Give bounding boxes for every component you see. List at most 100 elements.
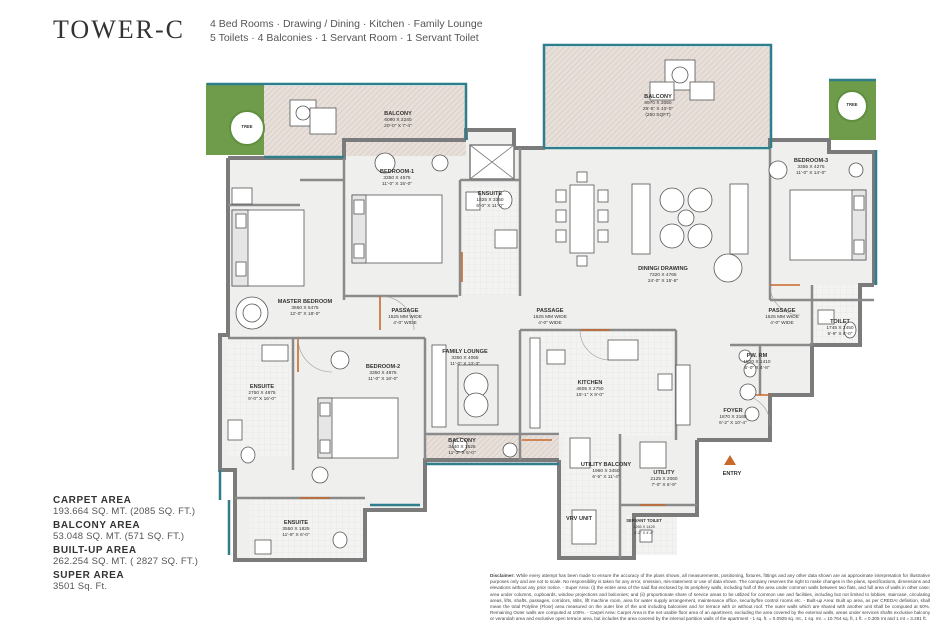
carpet-area-value: 193.664 SQ. MT. (2085 SQ. FT.): [53, 506, 196, 517]
room-dim-balcony-3-0: 3440 X 1525: [448, 444, 476, 450]
kitchen-counter: [529, 337, 541, 429]
specs-line-2: 5 Toilets · 4 Balconies · 1 Servant Room…: [210, 32, 479, 44]
furniture: [227, 59, 867, 555]
room-dim-ensuite-2-0: 2750 X 4875: [248, 390, 276, 396]
room-name-family: FAMILY LOUNGE: [442, 349, 488, 355]
room-dim-passage-2-0: 1525 MM WIDE: [533, 314, 567, 320]
dining-table: [569, 184, 595, 254]
room-dim-toilet-0: 1745 X 2450: [826, 325, 854, 331]
room-dim-bedroom-3-0: 3355 X 4275: [797, 164, 825, 170]
trees: [229, 90, 868, 146]
room-dim-passage-3-0: 1525 MM WIDE: [765, 314, 799, 320]
room-dim-balcony-1-1: 20'-0" X 7'-4": [384, 123, 412, 129]
room-dim-utility-1: 7'-0" X 6'-9": [652, 482, 677, 488]
tower-title: TOWER-C: [53, 15, 185, 44]
room-dim-family-0: 3350 X 4065: [451, 355, 479, 361]
room-dim-balcony-2-2: (250 SQFT): [645, 112, 671, 118]
disclaimer-lead: Disclaimer:: [490, 573, 515, 578]
room-dim-bedroom-3-1: 11'-0" X 14'-0": [796, 170, 826, 176]
balcony-area-value: 53.048 SQ. MT. (571 SQ. FT.): [53, 531, 185, 542]
room-dim-bedroom-2-0: 3350 X 4875: [369, 370, 397, 376]
room-dim-passage-1-1: 4'-0" WIDE: [393, 320, 416, 326]
room-dim-bedroom-1-1: 11'-0" X 15'-0": [382, 181, 412, 187]
bedroom-1-chair: [374, 152, 396, 174]
room-name-bedroom-2: BEDROOM-2: [366, 364, 400, 370]
tree-1-icon: [229, 110, 265, 146]
builtup-area-label: BUILT-UP AREA: [53, 545, 137, 556]
room-name-bedroom-3: BEDROOM-3: [794, 158, 828, 164]
room-name-ensuite-2: ENSUITE: [250, 384, 275, 390]
room-dim-passage-1-0: 1525 MM WIDE: [388, 314, 422, 320]
room-dim-ensuite-1-0: 1825 X 3350: [476, 197, 504, 203]
room-dim-family-1: 11'-0" X 13'-3": [450, 361, 480, 367]
entry-label: ENTRY: [723, 471, 742, 477]
room-name-dining: DINING/ DRAWING: [638, 266, 688, 272]
room-dim-foyer-0: 1870 X 3160: [719, 414, 747, 420]
lounge-chair: [713, 253, 743, 283]
room-name-vrv: VRV UNIT: [566, 516, 593, 522]
entry-marker: ENTRY: [723, 455, 742, 477]
room-dim-dining-1: 24'-0" X 15'-8": [648, 278, 679, 284]
room-dim-ensuite-3-1: 11'-8" X 6'-0": [282, 532, 310, 538]
shaft: [469, 144, 515, 180]
unit-specs: 4 Bed Rooms · Drawing / Dining · Kitchen…: [210, 17, 483, 45]
room-dim-dining-0: 7320 X 4765: [649, 272, 677, 278]
disclaimer: Disclaimer: While every attempt has been…: [490, 573, 930, 623]
sofa-right: [729, 183, 749, 255]
room-label-vrv: VRV UNIT: [566, 516, 593, 522]
room-dim-ensuite-1-1: 6'-0" X 11'-0": [476, 203, 504, 209]
specs-line-1: 4 Bed Rooms · Drawing / Dining · Kitchen…: [210, 18, 483, 30]
family-sofa: [431, 344, 447, 428]
room-dim-balcony-2-1: 29'-5" X 10'-0": [643, 106, 674, 112]
entry-arrow-icon: [724, 455, 736, 465]
room-name-pwrm: PW. RM: [747, 353, 768, 359]
room-name-tree-2: TREE: [846, 102, 857, 107]
room-name-passage-1: PASSAGE: [392, 308, 419, 314]
super-area-label: SUPER AREA: [53, 570, 125, 581]
room-name-utility-balcony: UTILITY BALCONY: [581, 462, 632, 468]
room-label-tree-2: TREE: [846, 102, 857, 107]
room-name-balcony-1: BALCONY: [384, 111, 412, 117]
balcony-area-label: BALCONY AREA: [53, 520, 141, 531]
room-name-passage-2: PASSAGE: [537, 308, 564, 314]
carpet-area-label: CARPET AREA: [53, 495, 132, 506]
room-dim-foyer-1: 6'-2" X 10'-4": [719, 420, 747, 426]
room-dim-pwrm-1: 5'-0" X 4'-8": [745, 365, 770, 371]
room-label-tree-1: TREE: [241, 124, 252, 129]
room-dim-toilet-1: 5'-9" X 8'-0": [828, 331, 853, 337]
super-area-value: 3501 Sq. Ft.: [53, 581, 108, 592]
room-dim-balcony-1-0: 6090 X 2240: [384, 117, 412, 123]
glazing: [207, 43, 878, 555]
room-dim-pwrm-0: 1520 X 1410: [743, 359, 771, 365]
sofa-left: [631, 183, 651, 255]
room-name-balcony-2: BALCONY: [644, 94, 672, 100]
tree-2-icon: [836, 90, 868, 122]
disclaimer-text: While every attempt has been made to ens…: [490, 573, 930, 622]
room-dim-master-1: 12'-0" X 18'-0": [290, 311, 321, 317]
room-name-passage-3: PASSAGE: [769, 308, 796, 314]
room-dim-passage-3-1: 4'-0" WIDE: [770, 320, 793, 326]
room-dim-master-0: 3650 X 5475: [291, 305, 319, 311]
room-name-toilet: TOILET: [830, 319, 850, 325]
room-name-servant-toilet: SERVANT TOILET: [626, 518, 662, 523]
room-dim-utility-balcony-1: 6'-5" X 11'-4": [592, 474, 620, 480]
